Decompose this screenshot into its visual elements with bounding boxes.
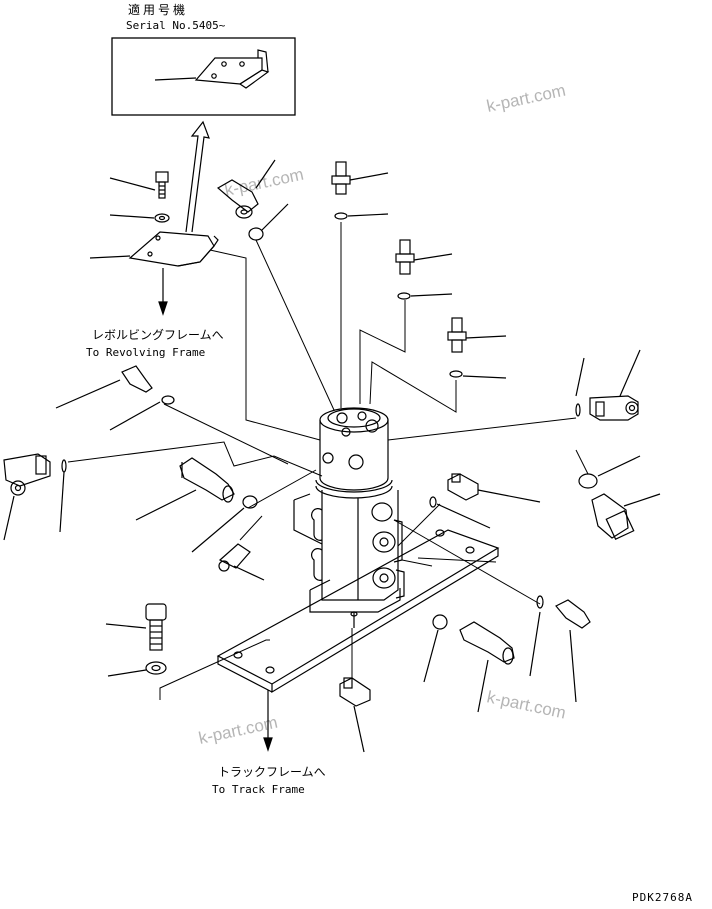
serial-box bbox=[111, 37, 296, 116]
nipple-lower-right bbox=[529, 595, 591, 703]
fitting-left-small bbox=[218, 543, 265, 581]
o-ring-top-left bbox=[248, 227, 264, 241]
o-ring-right bbox=[578, 473, 598, 489]
nipple-upper-right bbox=[395, 239, 453, 300]
label-track-en: To Track Frame bbox=[212, 783, 305, 796]
center-swivel-joint bbox=[293, 407, 405, 613]
label-revolving-en: To Revolving Frame bbox=[86, 346, 205, 359]
base-bolt-group bbox=[105, 603, 167, 677]
elbow-fitting-left bbox=[3, 453, 67, 541]
elbow-fitting-right-upper bbox=[575, 349, 641, 421]
leader-lines bbox=[67, 222, 577, 700]
arrow-to-serial-box bbox=[185, 120, 210, 233]
o-ring-left bbox=[242, 495, 258, 509]
adapter-lower-right bbox=[459, 621, 515, 713]
nipple-left-upper bbox=[55, 365, 175, 431]
label-track-jp: トラックフレームへ bbox=[218, 765, 326, 779]
base-plate bbox=[216, 529, 500, 694]
o-ring-lower-right bbox=[432, 614, 448, 630]
bracket-bolt-group bbox=[89, 171, 219, 267]
elbow-fitting-top bbox=[216, 159, 276, 219]
arrow-to-track-frame bbox=[263, 690, 273, 752]
drawing-number: PDK2768A bbox=[632, 891, 693, 904]
nipple-top-center bbox=[331, 161, 389, 220]
leader-base-right bbox=[417, 557, 497, 563]
elbow-fitting-right-lower bbox=[591, 493, 661, 540]
watermark-bottom-right: k-part.com bbox=[485, 687, 567, 722]
watermark-top-right: k-part.com bbox=[485, 81, 567, 116]
label-revolving-jp: レボルビングフレームへ bbox=[92, 328, 224, 342]
serial-title-jp: 適用号機 bbox=[128, 2, 188, 17]
tee-fitting-bottom bbox=[339, 677, 371, 753]
nipple-middle-right bbox=[447, 317, 507, 379]
serial-number: Serial No.5405~ bbox=[126, 19, 226, 32]
arrow-to-revolving-frame bbox=[158, 268, 168, 316]
adapter-left-large bbox=[135, 457, 235, 521]
tee-fitting-right bbox=[429, 473, 541, 529]
